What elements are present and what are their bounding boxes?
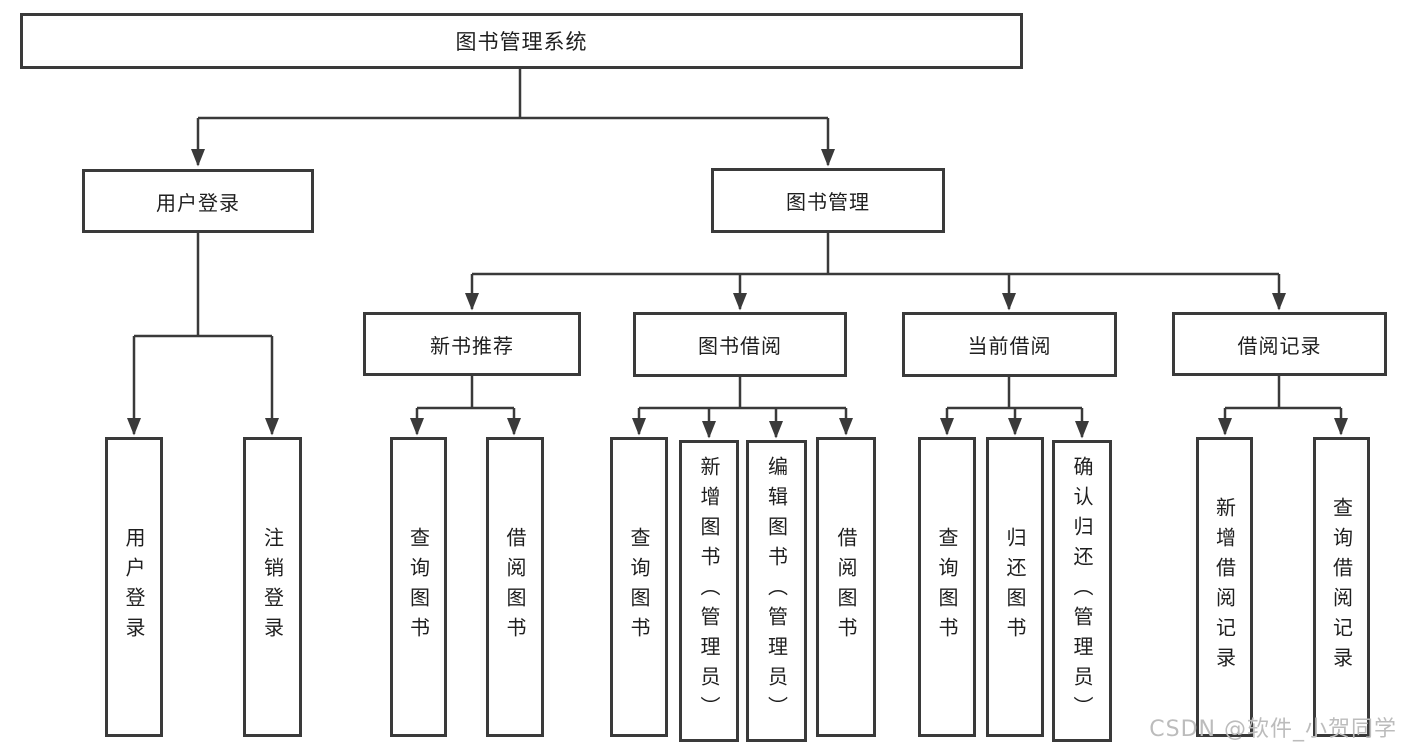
leaf-query-books-current-label: 查询图书 <box>935 527 959 647</box>
node-borrow-records-label: 借阅记录 <box>1237 333 1322 358</box>
leaf-user-login-label: 用户登录 <box>122 527 146 647</box>
leaf-add-book-admin-label: 新增图书（管理员） <box>697 456 721 726</box>
leaf-add-borrow-record: 新增借阅记录 <box>1196 437 1253 737</box>
connector-group-book-management <box>464 233 1286 311</box>
leaf-return-book-label: 归还图书 <box>1003 527 1027 647</box>
leaf-edit-book-admin-label: 编辑图书（管理员） <box>764 456 789 726</box>
node-book-management-branch: 图书管理 <box>711 168 945 233</box>
node-root-system: 图书管理系统 <box>20 13 1023 69</box>
connector-group-borrow-records <box>1217 376 1348 436</box>
connector-group-current-borrow <box>939 376 1089 439</box>
leaf-add-book-admin: 新增图书（管理员） <box>679 440 739 742</box>
leaf-query-books-recommend-label: 查询图书 <box>406 527 431 647</box>
leaf-logout-label: 注销登录 <box>260 527 285 647</box>
node-book-management-label: 图书管理 <box>786 190 870 214</box>
node-book-borrow: 图书借阅 <box>633 312 847 377</box>
leaf-edit-book-admin: 编辑图书（管理员） <box>746 440 807 742</box>
leaf-borrow-books-label: 借阅图书 <box>834 527 858 647</box>
leaf-confirm-return-admin-label: 确认归还（管理员） <box>1070 456 1094 726</box>
node-user-login-label: 用户登录 <box>156 190 240 215</box>
connector-group-new-book <box>409 376 521 436</box>
node-current-borrow: 当前借阅 <box>902 312 1117 377</box>
connector-group-user-login <box>126 233 279 436</box>
leaf-query-books-current: 查询图书 <box>918 437 976 737</box>
connector-group-root <box>190 69 835 167</box>
leaf-borrow-books-recommend-label: 借阅图书 <box>503 527 527 647</box>
leaf-borrow-books-recommend: 借阅图书 <box>486 437 544 737</box>
leaf-confirm-return-admin: 确认归还（管理员） <box>1052 440 1112 742</box>
leaf-query-borrow-record: 查询借阅记录 <box>1313 437 1370 737</box>
leaf-add-borrow-record-label: 新增借阅记录 <box>1212 497 1237 677</box>
leaf-logout: 注销登录 <box>243 437 302 737</box>
leaf-query-books-borrow-label: 查询图书 <box>627 527 651 647</box>
csdn-watermark: CSDN @软件_小贺同学 <box>1149 717 1397 742</box>
leaf-return-book: 归还图书 <box>986 437 1044 737</box>
connector-group-book-borrow <box>631 376 853 439</box>
leaf-user-login: 用户登录 <box>105 437 163 737</box>
leaf-query-books-borrow: 查询图书 <box>610 437 668 737</box>
node-current-borrow-label: 当前借阅 <box>967 334 1052 358</box>
leaf-query-books-recommend: 查询图书 <box>390 437 447 737</box>
leaf-borrow-books: 借阅图书 <box>816 437 876 737</box>
node-root-label: 图书管理系统 <box>455 30 588 54</box>
node-user-login-branch: 用户登录 <box>82 169 314 233</box>
node-new-book-recommend-label: 新书推荐 <box>430 333 514 358</box>
node-borrow-records: 借阅记录 <box>1172 312 1387 376</box>
node-new-book-recommend: 新书推荐 <box>363 312 581 376</box>
leaf-query-borrow-record-label: 查询借阅记录 <box>1329 497 1354 677</box>
node-book-borrow-label: 图书借阅 <box>698 334 782 358</box>
